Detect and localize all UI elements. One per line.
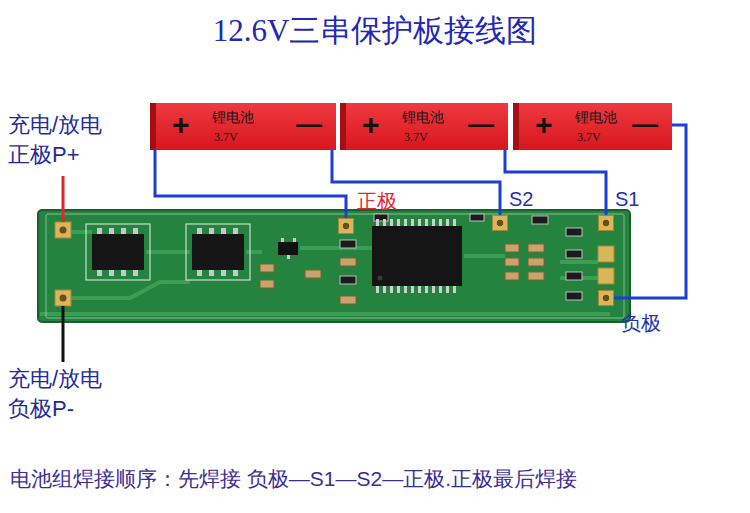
cell-text-slot: 3.7V bbox=[577, 127, 601, 145]
label-slot: 负极P- bbox=[8, 396, 74, 422]
silkscreen-outline bbox=[46, 214, 624, 318]
cell-name: 锂电池 bbox=[575, 110, 617, 124]
pcb-pad bbox=[55, 222, 71, 238]
label-slot: 充电/放电 bbox=[8, 112, 102, 138]
caption: 电池组焊接顺序：先焊接 负极—S1—S2—正极.正极最后焊接 bbox=[10, 466, 577, 491]
cell-voltage: 3.7V bbox=[577, 131, 601, 143]
cell-terminal: + bbox=[172, 110, 190, 140]
smd-resistor bbox=[532, 216, 548, 224]
pcb-pad bbox=[55, 290, 71, 306]
pad-label-slot: S2 bbox=[509, 187, 533, 211]
terminal-label: 正极P+ bbox=[8, 142, 80, 168]
cell-text-slot: — bbox=[468, 111, 494, 137]
smd-capacitor bbox=[260, 264, 274, 272]
solder-pad: S2 bbox=[492, 215, 508, 231]
leader-line bbox=[62, 306, 65, 362]
mosfet-chip bbox=[192, 234, 244, 270]
cell-text-slot: + bbox=[535, 110, 553, 140]
protection-ic bbox=[372, 226, 462, 286]
leader-line bbox=[62, 176, 65, 222]
battery-cell: + 锂电池 3.7V — bbox=[150, 103, 336, 150]
pad-label: 正极 bbox=[357, 189, 397, 213]
smd-capacitor bbox=[505, 258, 519, 266]
smd-capacitor bbox=[505, 244, 519, 252]
cell-name: 锂电池 bbox=[212, 110, 254, 124]
pad-label-slot: S1 bbox=[615, 187, 639, 211]
pad-label-slot: 正极 bbox=[357, 189, 397, 213]
solder-pad: 负极 bbox=[598, 290, 614, 306]
cell-name: 锂电池 bbox=[402, 110, 444, 124]
cell-text-slot: 3.7V bbox=[404, 127, 428, 145]
cell-text-slot: 锂电池 bbox=[212, 108, 254, 126]
pad-label: S2 bbox=[509, 187, 533, 211]
battery-wire bbox=[332, 150, 500, 215]
pad-label: 负极 bbox=[621, 311, 661, 335]
silkscreen-outline bbox=[86, 224, 150, 280]
pad-hole bbox=[60, 295, 67, 302]
smd-capacitor bbox=[340, 258, 356, 266]
smd-resistor bbox=[470, 214, 484, 221]
transistor-symbol bbox=[278, 242, 298, 255]
smd-capacitor bbox=[340, 296, 356, 304]
pad-hole bbox=[60, 227, 67, 234]
cell-text-slot: 锂电池 bbox=[575, 108, 617, 126]
title-slot: 12.6V三串保护板接线图 bbox=[0, 12, 750, 49]
battery-wire bbox=[155, 150, 346, 218]
terminal-label: 负极P- bbox=[8, 396, 74, 422]
solder-pad: 正极 bbox=[338, 218, 354, 234]
cell-text-slot: 锂电池 bbox=[402, 108, 444, 126]
battery-wire bbox=[505, 150, 606, 215]
silkscreen-outline bbox=[186, 224, 250, 280]
cell-terminal: + bbox=[362, 110, 380, 140]
solder-pad: S1 bbox=[598, 215, 614, 231]
smd-capacitor bbox=[528, 258, 544, 266]
pcb-board bbox=[38, 210, 630, 322]
smd-capacitor bbox=[305, 270, 321, 278]
smd-capacitor bbox=[505, 272, 519, 280]
pcb-pad bbox=[598, 268, 614, 284]
terminal-label: 充电/放电 bbox=[8, 366, 102, 392]
smd-capacitor bbox=[260, 280, 274, 288]
smd-resistor bbox=[340, 276, 356, 284]
battery-cell: + 锂电池 3.7V — bbox=[340, 103, 508, 150]
cell-text-slot: 3.7V bbox=[214, 127, 238, 145]
terminal-label: 充电/放电 bbox=[8, 112, 102, 138]
smd-capacitor bbox=[528, 244, 544, 252]
battery-wire bbox=[614, 125, 686, 298]
smd-resistor bbox=[566, 272, 582, 280]
cell-terminal: + bbox=[535, 110, 553, 140]
title: 12.6V三串保护板接线图 bbox=[213, 12, 538, 49]
pad-label-slot: 负极 bbox=[621, 311, 661, 335]
cell-text-slot: + bbox=[172, 110, 190, 140]
pcb-pad bbox=[598, 246, 614, 262]
battery-cell: + 锂电池 3.7V — bbox=[513, 103, 672, 150]
cell-text-slot: — bbox=[296, 111, 322, 137]
cell-voltage: 3.7V bbox=[214, 131, 238, 143]
pad-label: S1 bbox=[615, 187, 639, 211]
cell-terminal: — bbox=[632, 111, 658, 137]
label-slot: 正极P+ bbox=[8, 142, 80, 168]
smd-resistor bbox=[566, 250, 582, 258]
ic-pin-mark bbox=[378, 276, 383, 281]
cell-text-slot: — bbox=[632, 111, 658, 137]
label-slot: 充电/放电 bbox=[8, 366, 102, 392]
mosfet-chip bbox=[92, 234, 144, 270]
smd-resistor bbox=[340, 240, 356, 248]
smd-capacitor bbox=[528, 272, 544, 280]
cell-terminal: — bbox=[468, 111, 494, 137]
cell-text-slot: + bbox=[362, 110, 380, 140]
caption-slot: 电池组焊接顺序：先焊接 负极—S1—S2—正极.正极最后焊接 bbox=[10, 466, 577, 491]
smd-resistor bbox=[566, 292, 582, 300]
smd-resistor bbox=[566, 228, 582, 236]
cell-terminal: — bbox=[296, 111, 322, 137]
cell-voltage: 3.7V bbox=[404, 131, 428, 143]
